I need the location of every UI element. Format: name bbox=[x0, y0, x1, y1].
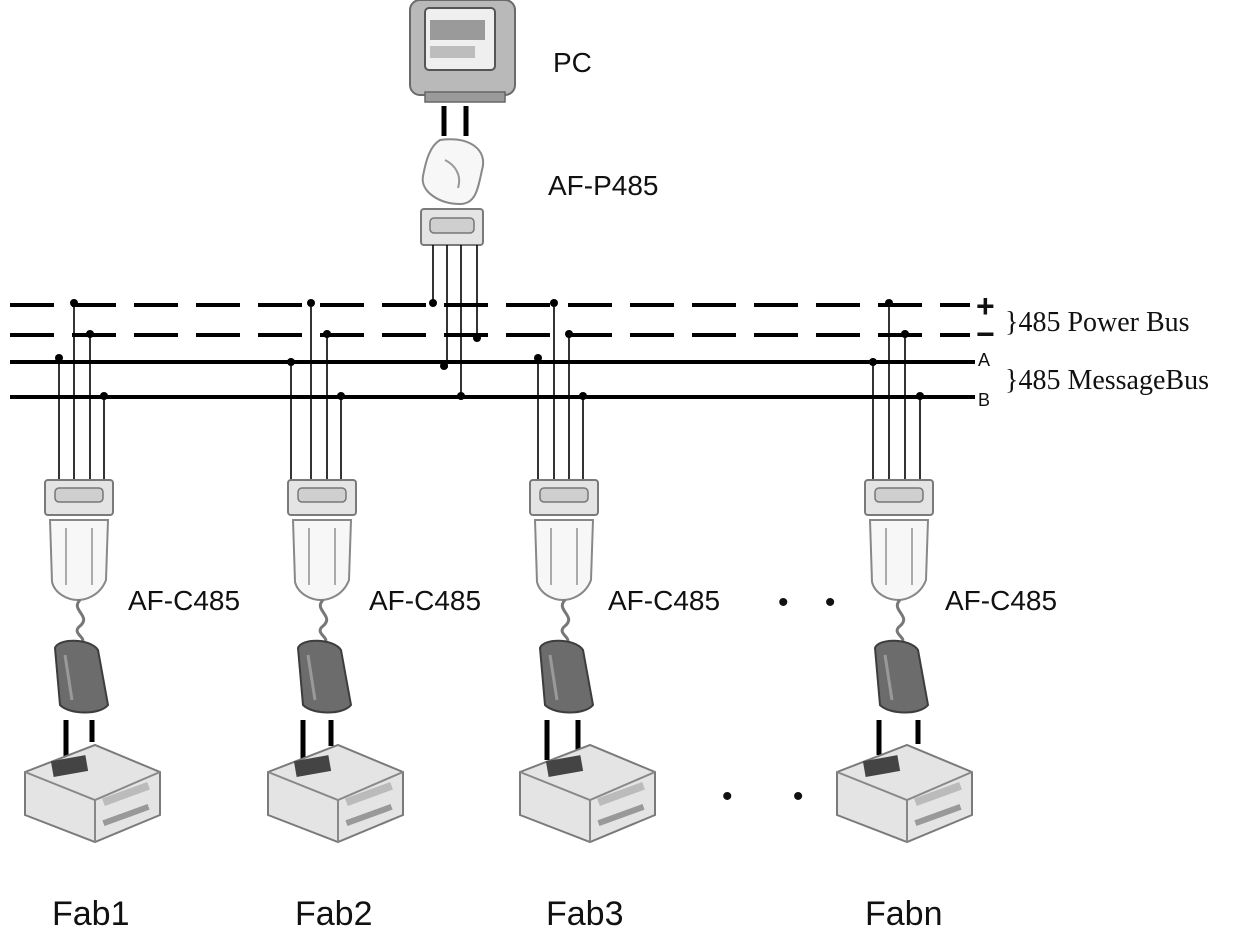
node-fab3: AF-C485 Fab3 bbox=[519, 299, 720, 933]
fab-terminal-device-icon bbox=[267, 743, 404, 844]
converter-connector-icon bbox=[864, 479, 934, 646]
device-label: Fab3 bbox=[546, 895, 624, 933]
pc-label: PC bbox=[553, 47, 592, 78]
plug-icon bbox=[873, 639, 930, 714]
fab-terminal-device-icon bbox=[836, 743, 973, 844]
af-p485-dongle-icon bbox=[420, 138, 485, 246]
node-bus-taps bbox=[869, 299, 924, 480]
node-fabn: AF-C485 Fabn bbox=[836, 299, 1057, 933]
converter-label: AF-C485 bbox=[945, 585, 1057, 616]
bus-a-label: A bbox=[978, 350, 990, 370]
converter-label: AF-C485 bbox=[128, 585, 240, 616]
plus-symbol: + bbox=[976, 288, 995, 324]
node-bus-taps bbox=[55, 299, 108, 480]
converter-connector-icon bbox=[287, 479, 357, 646]
device-label: Fab2 bbox=[295, 895, 373, 933]
fab-terminal-device-icon bbox=[519, 743, 656, 844]
plug-icon bbox=[296, 639, 353, 714]
device-label: Fabn bbox=[865, 895, 943, 933]
plug-icon bbox=[538, 639, 595, 714]
converter-connector-icon bbox=[529, 479, 599, 646]
converter-connector-icon bbox=[44, 479, 114, 646]
converter-label: AF-C485 bbox=[608, 585, 720, 616]
converter-label: AF-C485 bbox=[369, 585, 481, 616]
fab-terminal-device-icon bbox=[24, 743, 161, 844]
minus-symbol: − bbox=[976, 316, 995, 352]
bus-b-label: B bbox=[978, 390, 990, 410]
converter-ellipsis: • • bbox=[778, 586, 849, 619]
pc-monitor-icon bbox=[409, 0, 516, 103]
node-fab1: AF-C485 Fab1 bbox=[24, 299, 240, 933]
plug-icon bbox=[53, 639, 110, 714]
device-label: Fab1 bbox=[52, 895, 130, 933]
node-bus-taps bbox=[534, 299, 587, 480]
af-p485-bus-taps bbox=[429, 245, 481, 400]
node-bus-taps bbox=[287, 299, 345, 480]
device-ellipsis: • • bbox=[722, 780, 829, 813]
power-bus-label: }485 Power Bus bbox=[1005, 307, 1190, 338]
message-bus-label: }485 MessageBus bbox=[1005, 365, 1209, 396]
node-fab2: AF-C485 Fab2 bbox=[267, 299, 481, 933]
af-p485-label: AF-P485 bbox=[548, 170, 659, 201]
